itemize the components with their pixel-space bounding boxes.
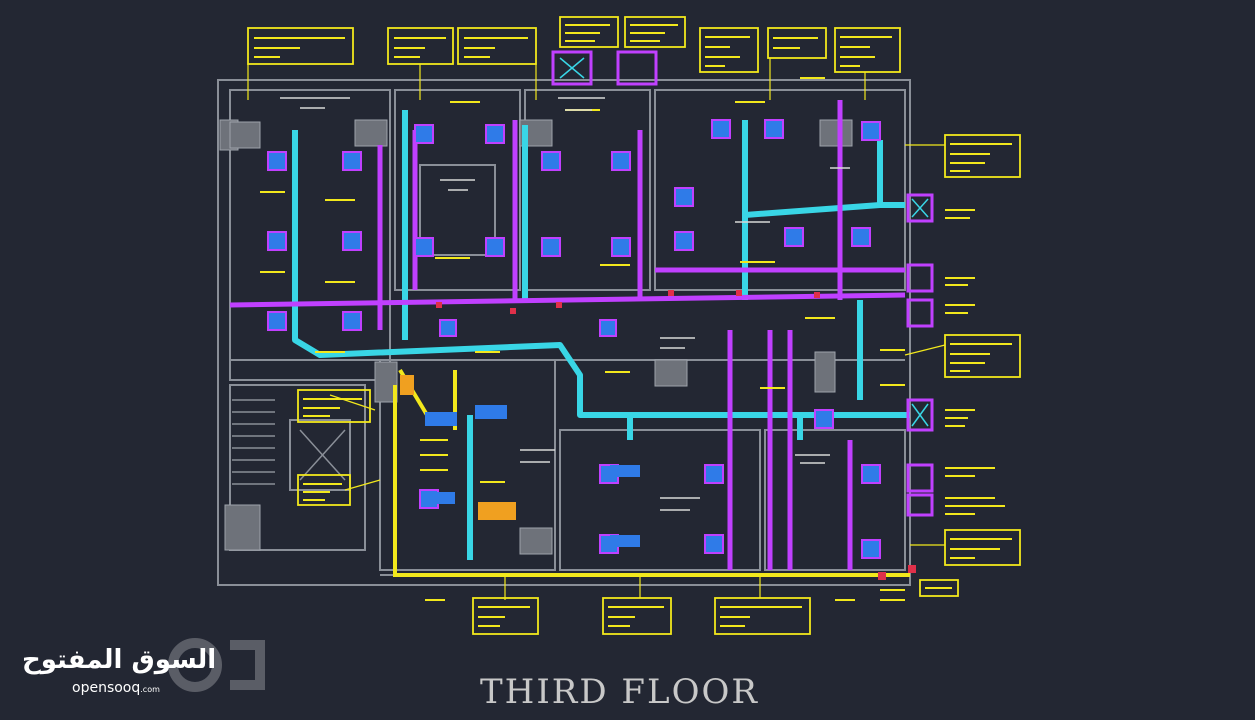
annotation-marks: [254, 24, 1012, 627]
dampers: [436, 290, 916, 580]
watermark-arabic: السوق المفتوح: [22, 645, 217, 675]
drawing-title: THIRD FLOOR: [480, 672, 759, 712]
watermark-logo-icon: [168, 638, 265, 692]
leader-lines: [247, 58, 946, 600]
watermark-domain-suffix: .com: [140, 685, 160, 694]
grilles: [551, 50, 934, 517]
walls: [217, 79, 911, 586]
blue-duct-runs: [425, 405, 640, 547]
watermark-site-name: opensooq: [72, 680, 141, 696]
watermark-site: opensooq.com: [72, 680, 160, 696]
return-ducts: [229, 100, 906, 570]
stairs: [232, 399, 346, 485]
tag-callouts: [247, 16, 1021, 635]
orange-duct: [400, 375, 516, 520]
columns: [219, 119, 853, 555]
room-labels: [280, 97, 850, 511]
